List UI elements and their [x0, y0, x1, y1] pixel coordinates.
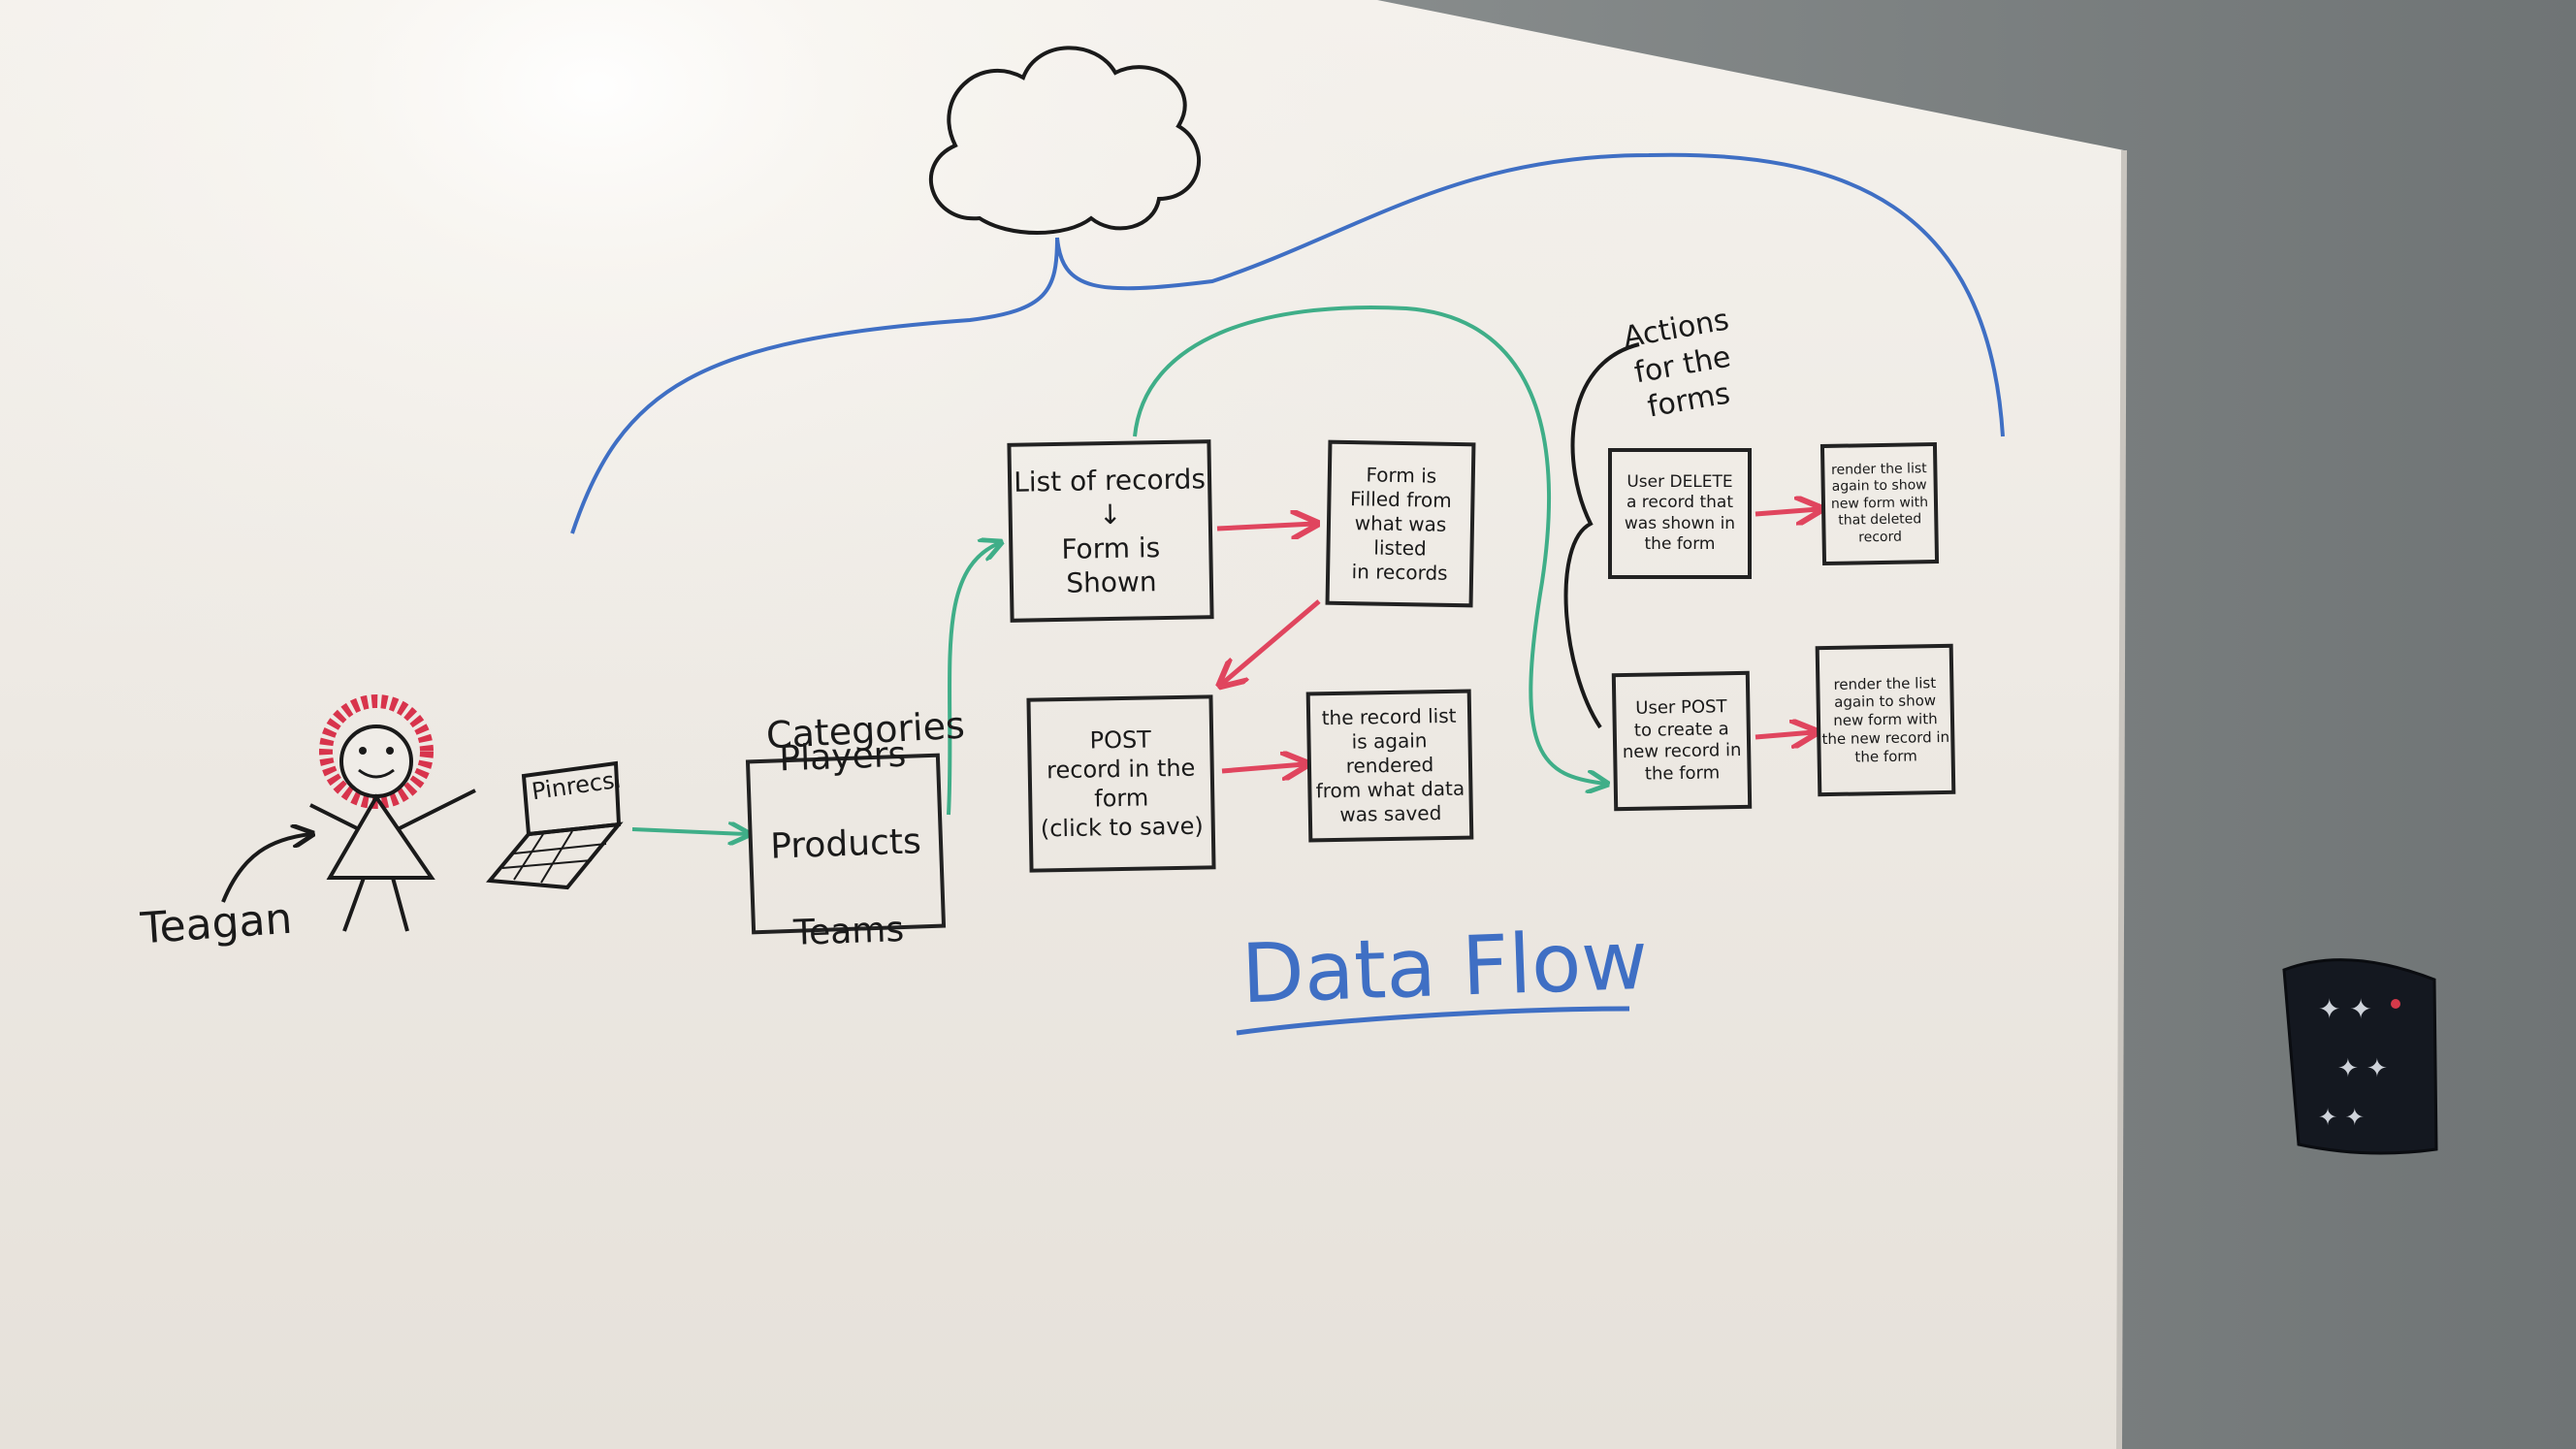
post-record-box: POST record in the form (click to save) — [1026, 694, 1216, 873]
laptop-icon — [486, 760, 624, 890]
svg-text:✦ ✦: ✦ ✦ — [2337, 1054, 2388, 1083]
wall-device-icon: ✦ ✦ ✦ ✦ ✦ ✦ — [2282, 958, 2438, 1155]
name-pointer-arrow — [221, 834, 310, 903]
category-item: Products — [769, 821, 922, 867]
record-rerendered-box: the record list is again rendered from w… — [1305, 689, 1474, 843]
categories-box: Players Products Teams — [745, 734, 947, 952]
stick-figure-icon — [309, 694, 476, 932]
form-filled-box: Form is Filled from what was listed in r… — [1325, 439, 1476, 608]
post-to-rerender-arrow — [1221, 764, 1304, 771]
render-after-post-box: render the list again to show new form w… — [1815, 643, 1956, 797]
svg-text:✦ ✦: ✦ ✦ — [2318, 993, 2372, 1025]
glare — [0, 0, 2124, 1449]
categories-list: Players Products Teams — [765, 689, 926, 999]
user-post-box: User POST to create a new record in the … — [1611, 670, 1753, 812]
user-delete-text: User DELETE a record that was shown in t… — [1624, 472, 1736, 554]
actions-label: Actions for the forms — [1621, 303, 1734, 425]
list-to-user-post-arrow — [1133, 306, 1605, 784]
delete-to-render-arrow — [1755, 509, 1819, 514]
user-delete-box: User DELETE a record that was shown in t… — [1608, 448, 1752, 579]
title-underline — [1236, 1006, 1630, 1036]
form-filled-text: Form is Filled from what was listed in r… — [1349, 462, 1452, 585]
list-of-records-text: List of records ↓ Form is Shown — [1013, 462, 1207, 599]
list-to-form-filled-arrow — [1216, 524, 1314, 529]
cloud-icon — [928, 46, 1202, 235]
categories-to-list-arrow — [947, 543, 999, 816]
actions-bracket — [1563, 342, 1640, 729]
user-post-text: User POST to create a new record in the … — [1622, 696, 1742, 785]
render-after-delete-box: render the list again to show new form w… — [1819, 441, 1940, 566]
svg-text:✦ ✦: ✦ ✦ — [2318, 1104, 2365, 1131]
form-filled-to-post-arrow — [1222, 599, 1321, 684]
render-after-post-text: render the list again to show new form w… — [1821, 673, 1950, 766]
post-record-text: POST record in the form (click to save) — [1040, 725, 1204, 843]
person-name-label: Teagan — [139, 893, 294, 954]
cloud-connection-brace — [570, 152, 2005, 534]
laptop-to-categories-arrow — [631, 829, 747, 834]
list-of-records-box: List of records ↓ Form is Shown — [1007, 439, 1214, 623]
diagram-title: Data Flow — [1240, 912, 1650, 1022]
category-item: Players — [778, 734, 907, 779]
render-after-delete-text: render the list again to show new form w… — [1830, 460, 1929, 546]
category-item: Teams — [792, 909, 905, 953]
board-edge — [2116, 149, 2127, 1449]
post-to-render-arrow — [1755, 732, 1814, 737]
record-rerendered-text: the record list is again rendered from w… — [1315, 703, 1465, 826]
